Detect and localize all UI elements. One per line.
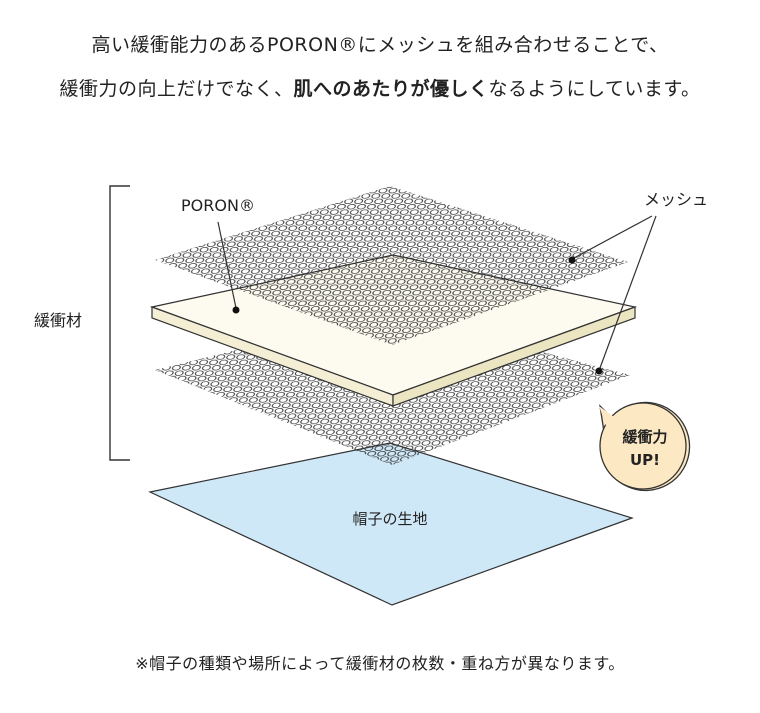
- mesh-leader-upper-dot: [568, 256, 576, 264]
- mesh-leader-upper: [573, 215, 653, 259]
- poron-leader-line: [217, 221, 237, 309]
- poron-leader-dot: [232, 306, 240, 314]
- mesh-label: メッシュ: [644, 190, 708, 209]
- cushion-bracket: [109, 185, 130, 461]
- fabric-layer: [148, 442, 634, 606]
- footnote-text: ※帽子の種類や場所によって緩衝材の枚数・重ね方が異なります。: [135, 654, 625, 673]
- poron-front-right-edge: [392, 306, 636, 407]
- bubble-text-line-1: 緩衝力: [622, 428, 667, 446]
- fabric-label: 帽子の生地: [352, 510, 427, 528]
- intro-line-2: 緩衝力の向上だけでなく、肌へのあたりが優しくなるようにしています。: [0, 74, 760, 101]
- mesh-layer-upper: [155, 186, 628, 345]
- intro-line-1: 高い緩衝能力のあるPORON®にメッシュを組み合わせることで、: [0, 30, 760, 57]
- intro-line-2-emphasis: 肌へのあたりが優しく: [293, 78, 489, 100]
- footnote: ※帽子の種類や場所によって緩衝材の枚数・重ね方が異なります。: [0, 650, 760, 674]
- intro-line-2-end: なるようにしています。: [488, 78, 701, 100]
- mesh-leader-lower-dot: [595, 367, 603, 375]
- cushion-label: 緩衝材: [34, 311, 82, 330]
- intro-line-2-start: 緩衝力の向上だけでなく、: [59, 78, 294, 100]
- intro-line-1-text: 高い緩衝能力のあるPORON®にメッシュを組み合わせることで、: [91, 34, 669, 56]
- poron-label: PORON®: [181, 196, 255, 215]
- bubble-text-line-2: UP!: [630, 451, 660, 469]
- mesh-leader-lower: [599, 215, 657, 369]
- cushion-up-bubble: 緩衝力 UP!: [599, 401, 691, 492]
